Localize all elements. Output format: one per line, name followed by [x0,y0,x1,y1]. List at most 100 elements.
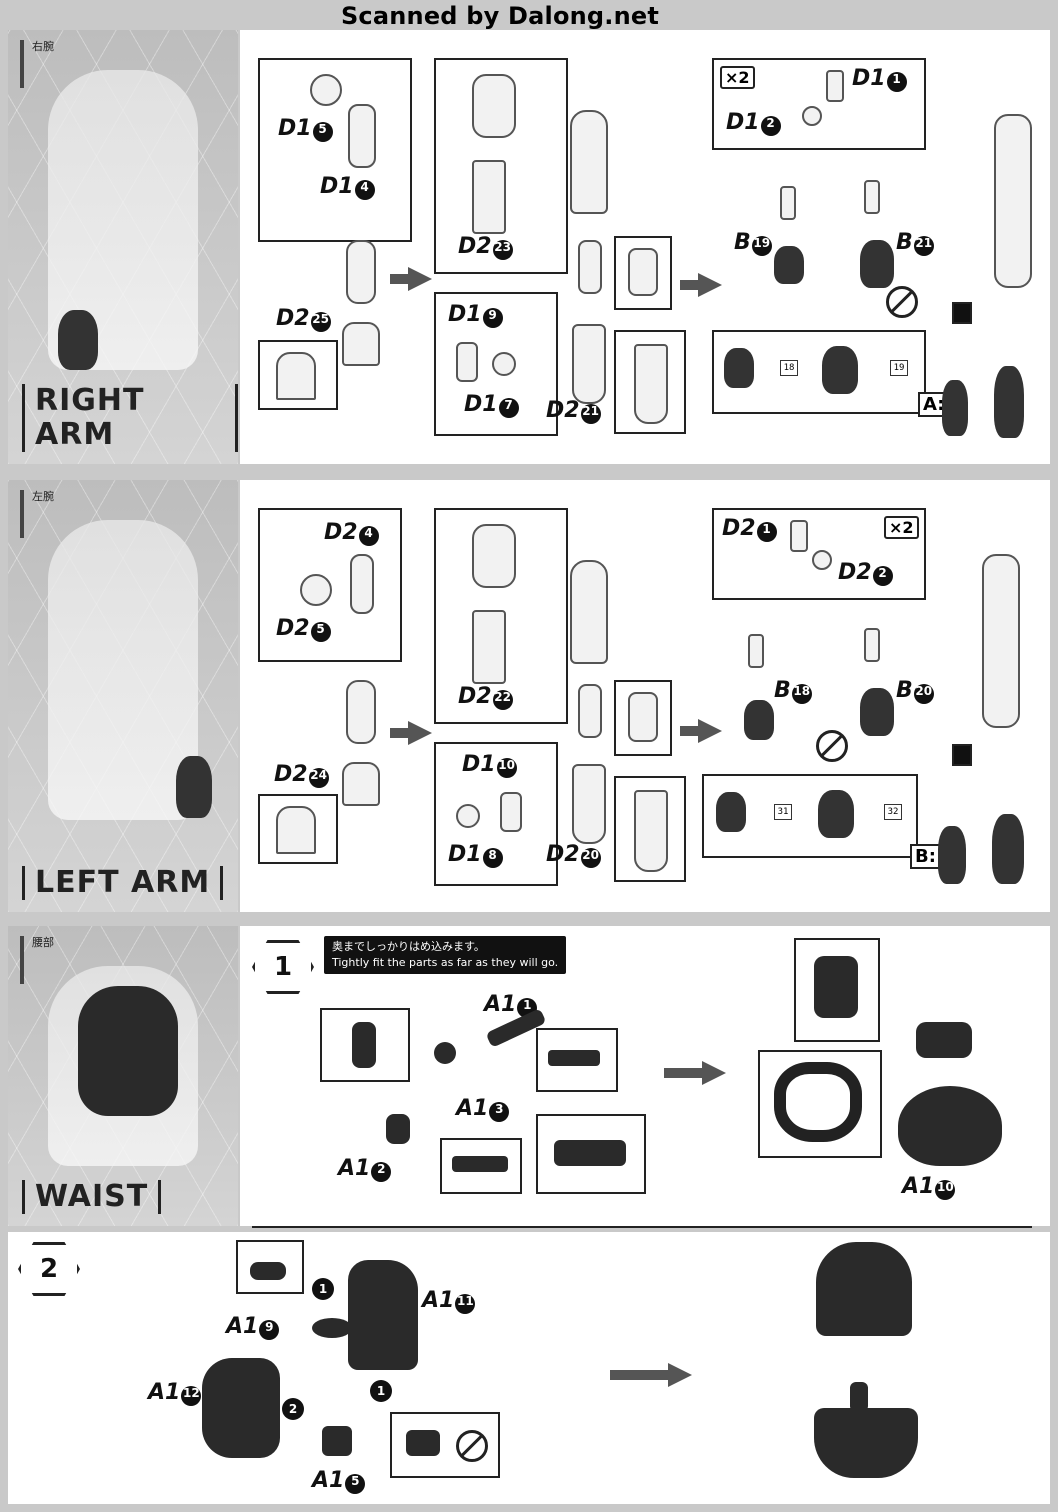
part-elbow [578,240,602,294]
detail-box-hands: 18 19 [712,330,926,414]
watermark: Scanned by Dalong.net [340,2,660,30]
prohibit-icon [456,1430,488,1462]
figure-hand [58,310,98,370]
detail-box-waist-frame [758,1050,882,1158]
instruction-note: 奥までしっかりはめ込みます。 Tightly fit the parts as … [324,936,567,974]
step-arrow [408,721,432,745]
section-title: WAIST [22,1180,162,1214]
step-arrow-shaft [680,280,700,290]
section-title: LEFT ARM [22,866,224,900]
part-elbow-detail [628,248,658,296]
detail-box-forearm [614,776,686,882]
quantity-badge: ×2 [884,516,919,539]
detail-box-cap [258,794,338,864]
part-wrist-right [864,628,880,662]
waist-instructions: 1 奥までしっかりはめ込みます。 Tightly fit the parts a… [240,926,1050,1226]
part-elbow-ring [456,804,480,828]
step-arrow-shaft [610,1370,670,1380]
hand-set-label: B: [910,844,941,869]
step-arrow-shaft [680,726,700,736]
step-arrow [698,273,722,297]
part-wrist-right [864,180,880,214]
part-joint [350,554,374,614]
option-icon [952,302,972,324]
part-ball-joint [434,1042,456,1064]
part-ring [310,74,342,106]
part-upper-arm-tube [472,160,506,234]
part-assembled-shoulder [346,680,376,744]
note-en: Tightly fit the parts as far as they wil… [332,956,559,969]
part-elbow-peg [456,342,478,382]
part-forearm-detail [634,790,668,872]
fist-hand-option [942,380,968,436]
right-arm-sidebar: 右腕 RIGHT ARM [8,30,238,464]
part-assembled-shoulder [346,240,376,304]
quantity-badge: ×2 [720,66,755,89]
step-arrow-shaft [390,274,410,284]
part-wrist-left [748,634,764,668]
part-upper-arm-assembled [570,110,608,214]
accent-bar [20,490,24,538]
accent-bar [20,40,24,88]
peg-detail [452,1156,508,1172]
part-full-arm [982,554,1020,728]
detail-box-forearm [614,330,686,434]
fist-hand-detail [716,792,746,832]
prohibit-icon [886,286,918,318]
detail-box-rod [536,1028,618,1092]
left-arm-sidebar: 左腕 LEFT ARM [8,480,238,912]
waist-section: 腰部 WAIST 1 奥までしっかりはめ込みます。 Tightly fit th… [8,926,1050,1504]
figure-hand [176,756,212,818]
part-upper-arm-joint [472,524,516,588]
fist-hand [744,700,774,740]
waist-frame-detail [774,1062,862,1142]
joint-detail [352,1022,376,1068]
section-jp-label: 右腕 [32,40,54,53]
order-marker-3: 1 [370,1380,392,1402]
order-marker-1: 1 [312,1278,334,1300]
step-1-badge: 1 [252,940,314,994]
connector-detail [554,1140,626,1166]
assembly-detail [814,956,858,1018]
detail-box-cap [258,340,338,410]
detail-box-waist-joint [320,1008,410,1082]
part-number-badge: 31 [774,804,792,820]
fist-hand-option [938,826,966,884]
part-connector [850,1382,868,1412]
part-cap [322,1426,352,1456]
part-peg [386,1114,410,1144]
detail-box-elbow [614,236,672,310]
part-number-badge: 18 [780,360,798,376]
section-jp-label: 腰部 [32,936,54,949]
part-elbow-ring [492,352,516,376]
step-arrow [698,719,722,743]
part-cap-detail [276,806,316,854]
part-cap-detail [276,352,316,400]
